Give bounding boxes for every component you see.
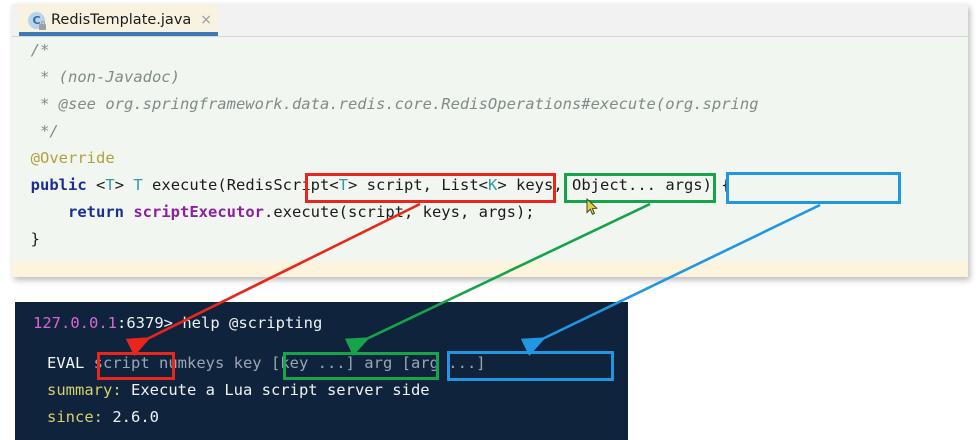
terminal-line-t2: EVAL script numkeys key [key ...] arg [a… [47,350,486,377]
code-token: T [105,176,115,194]
lock-icon [39,20,46,30]
code-token: @Override [12,149,115,167]
code-editor-window: C RedisTemplate.java × /* * (non-Javadoc… [12,4,968,277]
code-token: .execute(script, keys, args); [264,203,535,221]
terminal-token: Execute a Lua script server side [131,381,430,399]
terminal-token: summary: [47,381,131,399]
editor-bottom-strip [12,261,968,277]
terminal-token: 127.0.0.1 [33,314,117,332]
terminal-token: since: [47,408,113,426]
code-token: > [114,176,134,194]
terminal-line-t3: summary: Execute a Lua script server sid… [47,377,430,404]
code-token: K [488,176,498,194]
code-line-l6: public <T> T execute(RedisScript<T> scri… [12,172,731,199]
terminal-token: :6379> help @scripting [117,314,323,332]
code-token: execute(RedisScript< [142,176,339,194]
code-line-l8: } [12,226,40,253]
terminal-token: 2.6.0 [112,408,159,426]
code-token: scriptExecutor [133,203,264,221]
code-token: T [338,176,349,194]
terminal-line-t1: 127.0.0.1:6379> help @scripting [33,310,322,337]
code-token [124,203,133,221]
tab-redistemplate-java[interactable]: C RedisTemplate.java × [19,4,219,36]
code-token: < [86,176,106,194]
code-token: public [30,176,87,194]
code-token: */ [12,122,59,140]
code-line-l2: * (non-Javadoc) [12,64,180,91]
code-token [12,203,68,221]
code-token: > script, List< [348,176,488,194]
code-line-l3: * @see org.springframework.data.redis.co… [12,91,759,118]
code-token: * (non-Javadoc) [12,68,180,86]
terminal-line-t4: since: 2.6.0 [47,404,159,431]
code-content[interactable]: /* * (non-Javadoc) * @see org.springfram… [12,37,968,277]
terminal-token: EVAL [47,354,94,372]
code-token [12,176,31,194]
code-line-l1: /* [12,37,50,64]
code-line-l7: return scriptExecutor.execute(script, ke… [12,199,535,226]
code-token: /* [12,41,50,59]
code-token: * @see org.springframework.data.redis.co… [12,95,759,113]
code-line-l4: */ [12,118,59,145]
code-token: } [12,230,40,248]
editor-tab-strip: C RedisTemplate.java × [12,4,968,37]
java-class-icon-letter: C [32,13,41,27]
code-token: return [68,203,124,221]
tab-label: RedisTemplate.java [51,12,192,28]
java-class-icon: C [28,11,46,30]
terminal-token: script numkeys key [key ...] arg [arg ..… [93,354,486,372]
close-icon[interactable]: × [200,12,213,28]
code-line-l5: @Override [12,145,115,172]
code-token: T [133,176,143,194]
code-token: > keys, Object... args) { [497,176,731,194]
